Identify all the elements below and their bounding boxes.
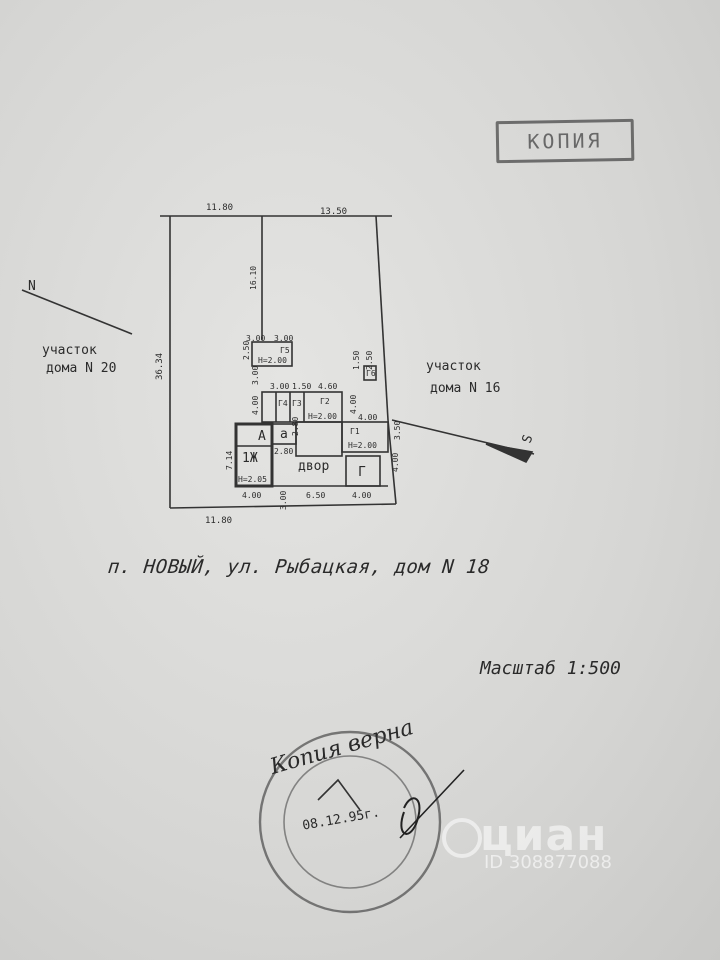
yard-top: [295, 421, 343, 457]
svg-text:1.50: 1.50: [292, 382, 311, 391]
dwelling-house: [234, 422, 274, 488]
svg-text:4.00: 4.00: [352, 491, 371, 500]
address-title: п. НОВЫЙ, ул. Рыбацкая, дом N 18: [106, 556, 492, 578]
svg-text:Н=2.00: Н=2.00: [308, 412, 337, 421]
dim-left-total: 36.34: [155, 353, 165, 380]
svg-text:Г6: Г6: [366, 369, 376, 378]
scale-label: Масштаб 1:500: [480, 658, 621, 679]
neighbor-left-line1: участок: [42, 343, 97, 358]
plot-right-boundary-lower: [387, 419, 397, 505]
svg-text:3.50: 3.50: [393, 421, 402, 440]
dim-bottom-left: 11.80: [205, 516, 232, 526]
svg-text:4.00: 4.00: [349, 395, 358, 414]
shed-g6: [363, 365, 377, 381]
plot-bottom-boundary: [169, 503, 397, 509]
svg-text:4.60: 4.60: [318, 382, 337, 391]
shed-g1: [341, 421, 389, 453]
svg-text:16.10: 16.10: [249, 266, 258, 290]
neighbor-right-line1: участок: [426, 359, 481, 374]
svg-text:2.50: 2.50: [365, 351, 374, 370]
svg-text:Н=2.00: Н=2.00: [348, 441, 377, 450]
svg-text:3.00: 3.00: [246, 334, 265, 343]
svg-text:Н=2.00: Н=2.00: [258, 356, 287, 365]
svg-text:3.00: 3.00: [279, 491, 288, 510]
plot-right-boundary: [375, 215, 389, 421]
svg-text:4.00: 4.00: [391, 453, 400, 472]
svg-text:4.00: 4.00: [251, 396, 260, 415]
room-dwelling: 1Ж: [242, 451, 258, 466]
svg-text:2.80: 2.80: [291, 417, 300, 436]
watermark-id: ID 308877088: [484, 852, 612, 873]
watermark-brand: циан: [480, 810, 608, 861]
svg-text:4.00: 4.00: [358, 413, 377, 422]
svg-text:Г5: Г5: [280, 346, 290, 355]
signature-icon: [400, 797, 421, 835]
north-label: N: [28, 279, 36, 294]
room-garage: Г: [358, 465, 366, 480]
room-a-upper: А: [258, 429, 266, 444]
south-label: S: [520, 433, 537, 445]
north-arrow-line: [21, 289, 133, 335]
svg-text:2.80: 2.80: [274, 447, 293, 456]
svg-text:3.00: 3.00: [251, 366, 260, 385]
neighbor-right-line2: дома N 16: [430, 381, 500, 396]
svg-text:Г2: Г2: [320, 397, 330, 406]
svg-text:2.50: 2.50: [242, 341, 251, 360]
svg-text:Г4: Г4: [278, 399, 288, 408]
neighbor-left-line2: дома N 20: [46, 361, 116, 376]
svg-text:1.50: 1.50: [352, 351, 361, 370]
svg-text:3.00: 3.00: [270, 382, 289, 391]
svg-text:4.00: 4.00: [242, 491, 261, 500]
svg-text:Г3: Г3: [292, 399, 302, 408]
svg-text:3.00: 3.00: [274, 334, 293, 343]
svg-text:7.14: 7.14: [225, 451, 234, 470]
room-a-lower: а: [280, 427, 288, 442]
shed-g5: [251, 341, 293, 367]
svg-text:Г1: Г1: [350, 427, 360, 436]
svg-text:Н=2.05: Н=2.05: [238, 475, 267, 484]
svg-text:6.50: 6.50: [306, 491, 325, 500]
dim-top-left: 11.80: [206, 203, 233, 213]
room-yard: двор: [298, 459, 329, 474]
dim-top-right: 13.50: [320, 207, 347, 217]
cian-logo-icon: [442, 818, 482, 858]
official-seal: [258, 730, 465, 914]
